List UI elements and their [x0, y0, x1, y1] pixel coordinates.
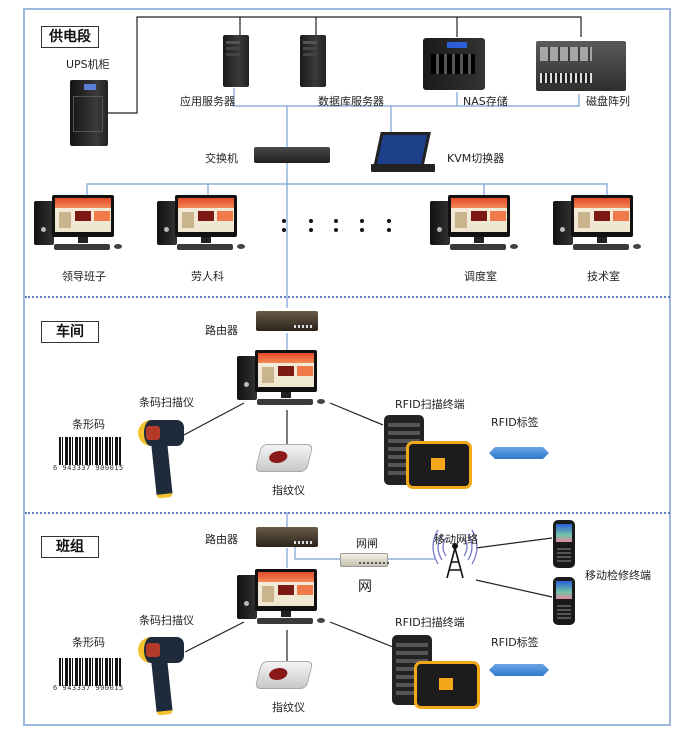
label-disk-array: 磁盘阵列 — [586, 95, 630, 108]
label-barcode-scanner-workshop: 条码扫描仪 — [139, 396, 194, 409]
mobile-terminal-icon — [553, 520, 575, 568]
ups-cabinet-icon — [70, 80, 108, 146]
app-server-icon — [223, 35, 249, 87]
disk-array-icon — [536, 41, 626, 91]
barcode-icon — [59, 437, 121, 465]
router-icon — [256, 311, 318, 331]
label-rfid-terminal-workshop: RFID扫描终端 — [395, 398, 465, 411]
label-rfid-terminal-team: RFID扫描终端 — [395, 616, 465, 629]
label-terminal-hr: 劳人科 — [191, 270, 224, 283]
wire-top-bus — [108, 16, 582, 114]
section-tag-workshop: 车间 — [41, 321, 99, 343]
section-divider-1 — [25, 296, 670, 298]
terminal-pc-icon — [34, 195, 122, 255]
ellipsis-dot-icon — [282, 219, 286, 233]
wire-team-pc-scanner — [184, 621, 245, 653]
label-db-server: 数据库服务器 — [318, 95, 384, 108]
ellipsis-dot-icon — [334, 219, 338, 233]
signal-tower-icon — [432, 529, 478, 579]
label-barcode-team: 条形码 — [72, 636, 105, 649]
ellipsis-dot-icon — [360, 219, 364, 233]
rfid-terminal-icon — [384, 415, 474, 495]
section-tag-team: 班组 — [41, 536, 99, 558]
kvm-switch-icon — [371, 132, 437, 174]
label-gateway: 网闸 — [356, 537, 378, 550]
barcode-icon — [59, 658, 121, 686]
label-ups: UPS机柜 — [66, 58, 110, 71]
barcode-scanner-icon — [138, 420, 184, 500]
wire-server-bus — [233, 88, 580, 107]
wire-workshop-pc-rfid — [329, 402, 384, 426]
fingerprint-reader-icon — [254, 661, 314, 689]
terminal-pc-icon — [157, 195, 245, 255]
fingerprint-reader-icon — [254, 444, 314, 472]
barcode-number: 6 943337 900015 — [53, 684, 124, 692]
label-router-team: 路由器 — [205, 533, 238, 546]
label-router-workshop: 路由器 — [205, 324, 238, 337]
section-tag-power: 供电段 — [41, 26, 99, 48]
label-terminal-dispatch: 调度室 — [464, 270, 497, 283]
terminal-pc-icon — [430, 195, 518, 255]
wire-workshop-pc-scanner — [181, 402, 245, 437]
gateway-icon — [340, 553, 389, 567]
barcode-number: 6 943337 900015 — [53, 464, 124, 472]
team-pc-icon — [237, 569, 325, 629]
label-terminal-leadership: 领导班子 — [62, 270, 106, 283]
label-mobile-terminal: 移动检修终端 — [585, 569, 651, 582]
label-rfid-tag-team: RFID标签 — [491, 636, 539, 649]
label-barcode-scanner-team: 条码扫描仪 — [139, 614, 194, 627]
ellipsis-dot-icon — [387, 219, 391, 233]
label-rfid-tag-workshop: RFID标签 — [491, 416, 539, 429]
label-kvm: KVM切换器 — [447, 152, 505, 165]
label-barcode-workshop: 条形码 — [72, 418, 105, 431]
router-icon — [256, 527, 318, 547]
workshop-pc-icon — [237, 350, 325, 410]
wire-team-router-gateway — [294, 545, 340, 560]
wire-team-tower-handheld-2 — [475, 579, 553, 598]
label-switch: 交换机 — [205, 152, 238, 165]
label-nas: NAS存储 — [463, 95, 508, 108]
barcode-scanner-icon — [138, 637, 184, 717]
label-net-char: 网 — [358, 579, 372, 595]
terminal-pc-icon — [553, 195, 641, 255]
label-terminal-tech: 技术室 — [587, 270, 620, 283]
db-server-icon — [300, 35, 326, 87]
label-app-server: 应用服务器 — [180, 95, 235, 108]
section-divider-2 — [25, 512, 670, 514]
mobile-terminal-icon — [553, 577, 575, 625]
rfid-tag-icon — [489, 447, 549, 459]
rfid-terminal-icon — [392, 635, 482, 715]
wire-team-tower-handheld-1 — [475, 537, 553, 549]
diagram-frame — [23, 8, 671, 726]
switch-icon — [254, 147, 330, 163]
label-fingerprint-workshop: 指纹仪 — [272, 484, 305, 497]
wire-terminal-bus — [86, 183, 608, 195]
nas-storage-icon — [423, 38, 485, 90]
label-fingerprint-team: 指纹仪 — [272, 701, 305, 714]
wire-team-pc-rfid — [329, 621, 394, 648]
label-mobile-network: 移动网络 — [434, 533, 478, 546]
ellipsis-dot-icon — [309, 219, 313, 233]
rfid-tag-icon — [489, 664, 549, 676]
